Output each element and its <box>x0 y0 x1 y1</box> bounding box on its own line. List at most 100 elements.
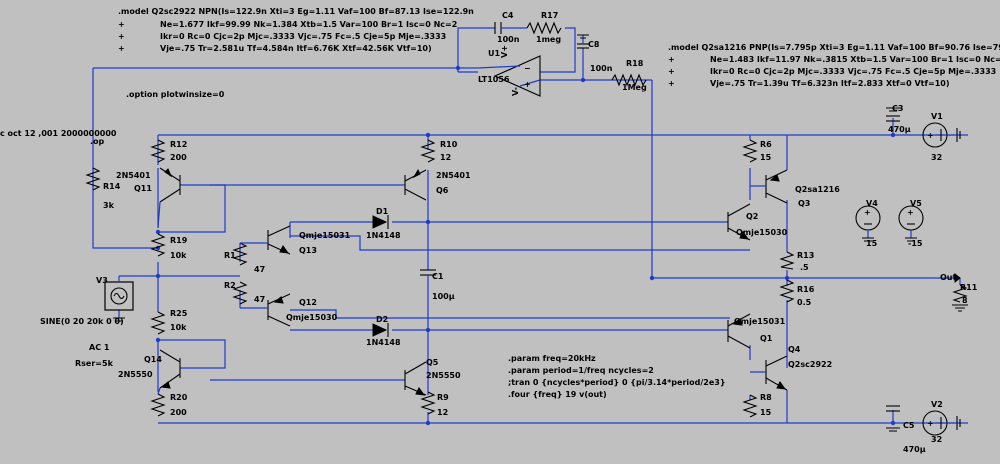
transistor-q13 <box>240 225 291 255</box>
resistors[interactable] <box>85 21 968 418</box>
label-components-r13-value: .5 <box>800 263 809 272</box>
transistor-q3 <box>750 169 788 204</box>
voltage-source-v5: + <box>898 205 924 242</box>
resistor-r19 <box>150 233 166 257</box>
label-models-pnp-l2: Ne=1.483 Ikf=11.97 Nk=.3815 Xtb=1.5 Var=… <box>710 55 1000 64</box>
resistor-r20 <box>150 393 166 417</box>
voltage-source-v2: + <box>922 410 961 436</box>
opamp-minus: − <box>524 64 531 73</box>
label-components-v5-name: V5 <box>910 199 922 208</box>
label-components-r6-value: 15 <box>760 153 772 162</box>
transistor-q5 <box>404 361 427 396</box>
label-components-r6-name: R6 <box>760 140 772 149</box>
transistor-q11 <box>157 167 181 229</box>
transistor-q2 <box>727 203 751 241</box>
label-directives-ac_sweep: c oct 12 ,001 2000000000 <box>0 129 117 138</box>
label-components-q4-name: Q4 <box>788 345 801 354</box>
label-models-pnp-l4: Vje=.75 Tr=1.39u Tf=6.323n Itf=2.833 Xtf… <box>710 79 949 88</box>
label-components-v1-name: V1 <box>931 112 943 121</box>
voltage-sources[interactable]: + + + + <box>104 122 961 436</box>
label-components-q2-name: Q2 <box>746 212 758 221</box>
voltage-source-v3 <box>104 276 134 322</box>
wires <box>92 27 968 424</box>
label-components-d1-value: 1N4148 <box>366 231 401 240</box>
label-models-pnp-l1: .model Q2sa1216 PNP(Is=7.795p Xti=3 Eg=1… <box>668 43 1000 52</box>
label-components-r19-value: 10k <box>170 251 187 260</box>
label-models-pnp-l3: Ikr=0 Rc=0 Cjc=2p Mjc=.3333 Vjc=.75 Fc=.… <box>710 67 996 76</box>
label-components-r9-value: 12 <box>437 408 448 417</box>
label-components-v3-ac: AC 1 <box>89 343 110 352</box>
label-components-r20-name: R20 <box>170 393 188 402</box>
label-models-plus: + <box>118 44 125 53</box>
label-components-q5-name: Q5 <box>426 358 439 367</box>
label-components-r14-name: R14 <box>103 182 121 191</box>
label-net_out: Out <box>940 273 956 282</box>
label-components-c3-name: C3 <box>892 104 903 113</box>
label-components-u1-vm: V- <box>511 87 520 96</box>
diodes[interactable] <box>372 215 389 337</box>
opamp-u1[interactable]: − + <box>477 55 541 97</box>
label-models-plus: + <box>118 20 125 29</box>
label-components-r1-name: R1 <box>224 251 236 260</box>
label-components-q1-name: Q1 <box>760 334 773 343</box>
label-components-q13-name: Q13 <box>299 246 317 255</box>
label-components-q3-name: Q3 <box>798 199 810 208</box>
label-directives-four: .four {freq} 19 v(out) <box>508 390 607 399</box>
output-flag-icon <box>954 272 961 284</box>
label-components-r8-value: 15 <box>760 408 772 417</box>
label-components-r19-name: R19 <box>170 236 188 245</box>
label-components-r10-name: R10 <box>440 140 458 149</box>
resistor-r6 <box>742 139 758 163</box>
svg-text:+: + <box>907 208 914 217</box>
transistor-q14 <box>157 349 181 395</box>
resistor-r9 <box>420 391 436 415</box>
label-components-r10-value: 12 <box>440 153 451 162</box>
resistor-r16 <box>779 279 795 303</box>
transistors[interactable] <box>157 167 788 396</box>
label-components-c8-name: C8 <box>588 40 600 49</box>
label-components-v1-value: 32 <box>931 153 942 162</box>
label-components-q6-name: Q6 <box>436 186 449 195</box>
label-components-u1-name: U1 <box>488 49 500 58</box>
label-components-r18-value: 1Meg <box>622 83 647 92</box>
svg-text:+: + <box>927 419 934 428</box>
capacitor-c1 <box>420 269 436 290</box>
label-directives-param_freq: .param freq=20kHz <box>508 354 596 363</box>
label-components-c4-name: C4 <box>502 11 514 20</box>
resistor-r14 <box>85 167 101 191</box>
label-components-r8-name: R8 <box>760 393 772 402</box>
capacitor-c8 <box>577 34 589 49</box>
resistor-r17 <box>526 21 562 35</box>
model-pnp-text: .model Q2sa1216 PNP(Is=7.795p Xti=3 Eg=1… <box>668 43 1000 88</box>
label-components-c1-name: C1 <box>432 272 444 281</box>
label-components-r2-value: 47 <box>254 295 265 304</box>
voltage-source-v4: + <box>855 205 881 242</box>
label-components-r13-name: R13 <box>797 251 814 260</box>
label-components-r9-name: R9 <box>437 393 449 402</box>
opamp-plus: + <box>524 80 531 89</box>
label-components-v4-name: V4 <box>866 199 878 208</box>
capacitor-c3 <box>886 107 900 122</box>
label-components-c8-value: 100n <box>590 64 613 73</box>
capacitors[interactable] <box>420 22 900 432</box>
label-components-q12-value: Qmje15030 <box>286 313 338 322</box>
resistor-r12 <box>150 139 166 163</box>
resistor-r2 <box>232 281 248 305</box>
label-components-r12-name: R12 <box>170 140 187 149</box>
label-components-q11-value: 2N5401 <box>116 171 151 180</box>
label-components-q13-value: Qmje15031 <box>299 231 351 240</box>
label-components-d1-name: D1 <box>376 207 389 216</box>
label-components-v3-rser: Rser=5k <box>75 359 114 368</box>
label-components-q14-value: 2N5550 <box>118 370 153 379</box>
label-components-q5-value: 2N5550 <box>426 371 461 380</box>
label-components-r20-value: 200 <box>170 408 187 417</box>
resistor-r8 <box>742 394 758 418</box>
label-models-plus: + <box>118 32 125 41</box>
model-npn-text: .model Q2sc2922 NPN(Is=122.9n Xti=3 Eg=1… <box>118 7 474 53</box>
label-directives-op: .op <box>90 137 105 146</box>
svg-text:+: + <box>864 208 871 217</box>
label-components-r1-value: 47 <box>254 265 265 274</box>
diode-d1 <box>372 215 389 229</box>
label-components-r25-value: 10k <box>170 323 187 332</box>
